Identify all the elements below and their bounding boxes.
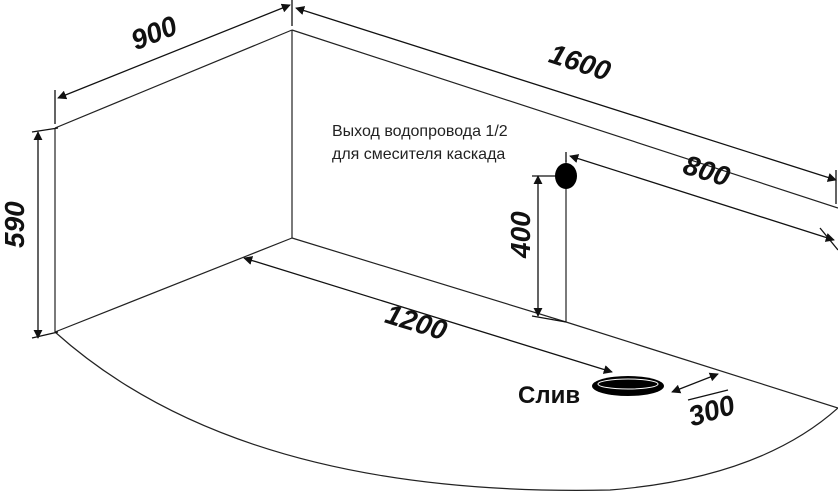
outlet-note-line2: для смесителя каскада xyxy=(332,146,505,163)
dim-800-label: 800 xyxy=(680,149,734,192)
dimension-400: 400 xyxy=(505,175,567,323)
curved-front-edge xyxy=(54,331,838,491)
dim-1200-label: 1200 xyxy=(382,298,451,346)
dimension-590: 590 xyxy=(0,127,59,339)
dim-590-label: 590 xyxy=(0,201,30,248)
drain-marker xyxy=(592,376,664,396)
left-floor-edge xyxy=(54,237,293,333)
outlet-note-line1: Выход водопровода 1/2 xyxy=(332,123,508,140)
dimension-900: 900 xyxy=(54,0,293,124)
dim-900-label: 900 xyxy=(127,10,182,56)
dim-1600-label: 1600 xyxy=(546,38,615,87)
drain-label: Слив xyxy=(518,382,580,409)
dim-400-label: 400 xyxy=(505,211,536,259)
floor-right-edge xyxy=(565,321,838,409)
dimension-800: 800 xyxy=(565,149,838,251)
dimension-1200: 1200 xyxy=(243,256,613,374)
drain: Слив xyxy=(518,376,664,409)
dimension-300: 300 xyxy=(671,372,739,432)
left-wall-top-edge xyxy=(54,29,293,129)
water-outlet-marker xyxy=(555,163,577,189)
dim-300-label: 300 xyxy=(685,389,739,432)
water-outlet: Выход водопровода 1/2 для смесителя каск… xyxy=(332,123,577,189)
